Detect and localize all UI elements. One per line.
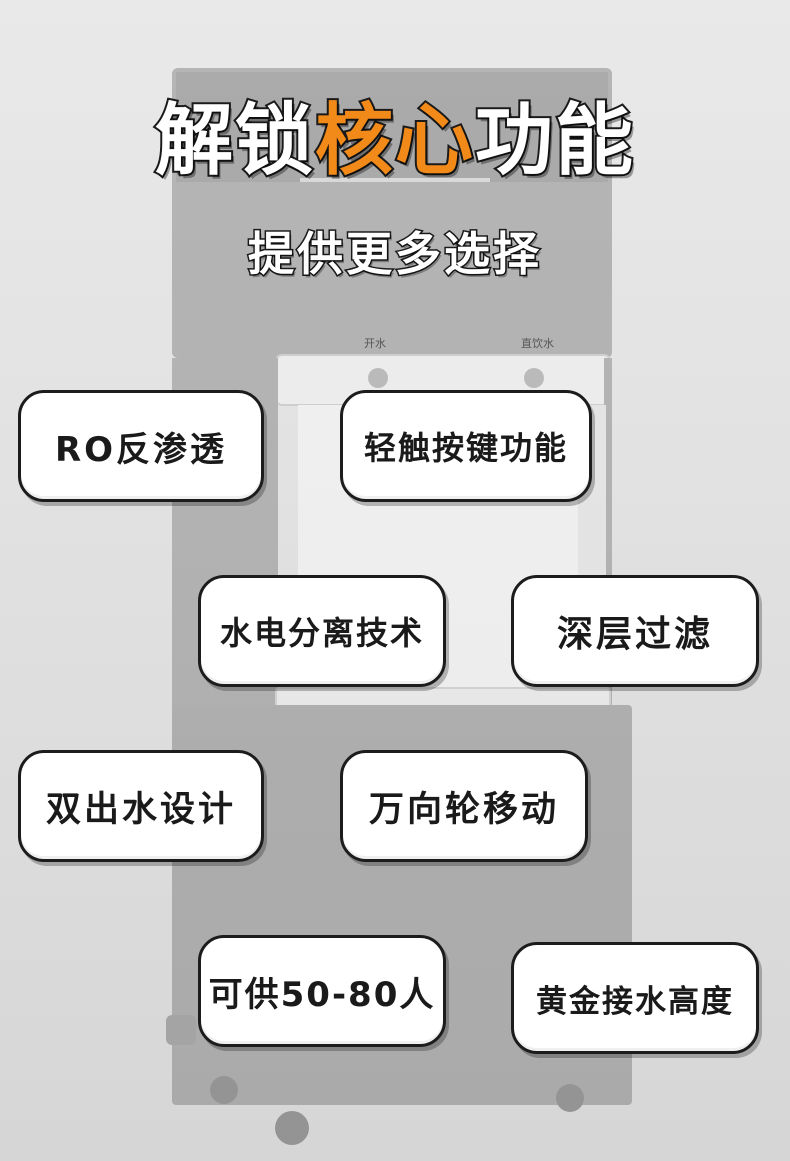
panel-label-boiling: 开水: [364, 337, 386, 350]
feature-deep-filtration: 深层过滤: [511, 575, 759, 687]
feature-caster-wheels: 万向轮移动: [340, 750, 588, 862]
feature-touch-keys: 轻触按键功能: [340, 390, 592, 502]
page-subtitle: 提供更多选择: [247, 226, 542, 283]
feature-golden-height: 黄金接水高度: [511, 942, 759, 1054]
feature-ro-reverse-osmosis: RO反渗透: [18, 390, 264, 502]
page-title: 解锁核心功能: [0, 78, 790, 190]
feature-dual-outlet: 双出水设计: [18, 750, 264, 862]
feature-water-electric-separation: 水电分离技术: [198, 575, 446, 687]
title-part-2: 功能: [473, 94, 636, 188]
feature-capacity: 可供50-80人: [198, 935, 446, 1047]
title-part-1: 解锁: [153, 94, 315, 188]
panel-label-direct: 直饮水: [521, 337, 554, 350]
title-accent: 核心: [313, 94, 475, 188]
